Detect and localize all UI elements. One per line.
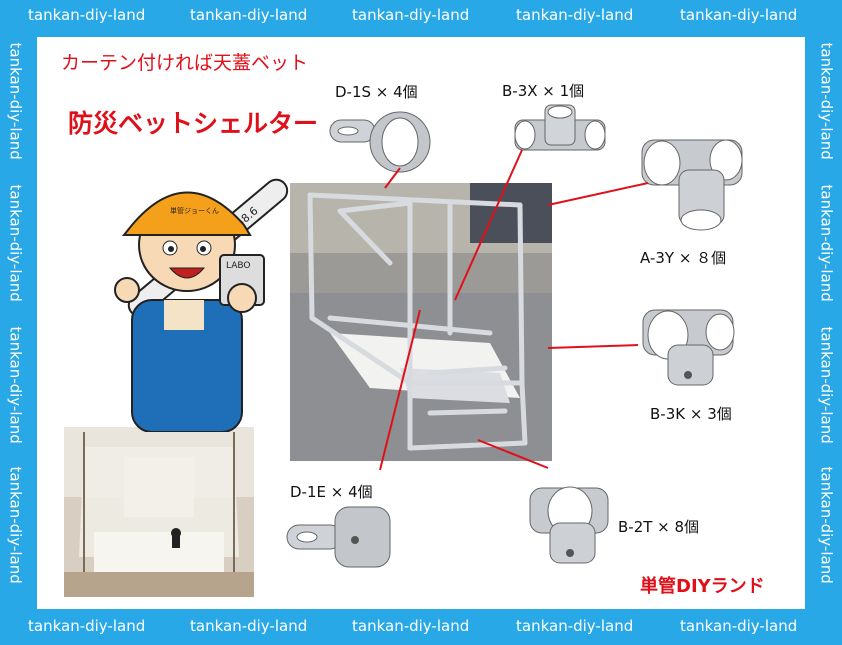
- watermark-text: tankan-diy-land: [817, 326, 836, 444]
- watermark-text: tankan-diy-land: [6, 184, 25, 302]
- watermark-text: tankan-diy-land: [6, 42, 25, 160]
- fitting-d1e-image: [286, 506, 391, 568]
- part-label-a3y: A-3Y × ８個: [640, 249, 727, 267]
- headline-large: 防災ベットシェルター: [68, 109, 319, 138]
- fitting-b3x-image: [514, 104, 606, 151]
- headline-small: カーテン付ければ天蓋ベット: [61, 52, 309, 74]
- canopy-bed-photo: [64, 427, 254, 597]
- watermark-text: tankan-diy-land: [680, 617, 798, 635]
- watermark-text: tankan-diy-land: [817, 466, 836, 584]
- fitting-b2t-image: [529, 486, 609, 564]
- mascot-illustration: PIPE-48.6 単管ジョーくん LABO: [114, 178, 289, 432]
- watermark-text: tankan-diy-land: [516, 6, 634, 24]
- watermark-text: tankan-diy-land: [6, 466, 25, 584]
- part-label-b3k: B-3K × 3個: [650, 405, 732, 423]
- watermark-text: tankan-diy-land: [28, 617, 146, 635]
- watermark-text: tankan-diy-land: [352, 6, 470, 24]
- watermark-text: tankan-diy-land: [190, 6, 308, 24]
- watermark-text: tankan-diy-land: [28, 6, 146, 24]
- fitting-a3y-image: [641, 139, 743, 231]
- watermark-text: tankan-diy-land: [817, 42, 836, 160]
- watermark-text: tankan-diy-land: [190, 617, 308, 635]
- part-label-d1s: D-1S × 4個: [335, 83, 418, 101]
- fitting-b3k-image: [642, 309, 735, 386]
- watermark-text: tankan-diy-land: [6, 326, 25, 444]
- fitting-d1s-image: [329, 111, 431, 173]
- brand-label: 単管DIYランド: [640, 576, 765, 597]
- watermark-text: tankan-diy-land: [817, 184, 836, 302]
- cup-label: LABO: [226, 261, 250, 271]
- part-label-b2t: B-2T × 8個: [618, 518, 700, 536]
- part-label-b3x: B-3X × 1個: [502, 82, 585, 100]
- watermark-text: tankan-diy-land: [352, 617, 470, 635]
- hat-label: 単管ジョーくん: [170, 206, 219, 215]
- watermark-text: tankan-diy-land: [516, 617, 634, 635]
- bed-shelter-photo: [290, 183, 552, 461]
- watermark-text: tankan-diy-land: [680, 6, 798, 24]
- part-label-d1e: D-1E × 4個: [290, 483, 373, 501]
